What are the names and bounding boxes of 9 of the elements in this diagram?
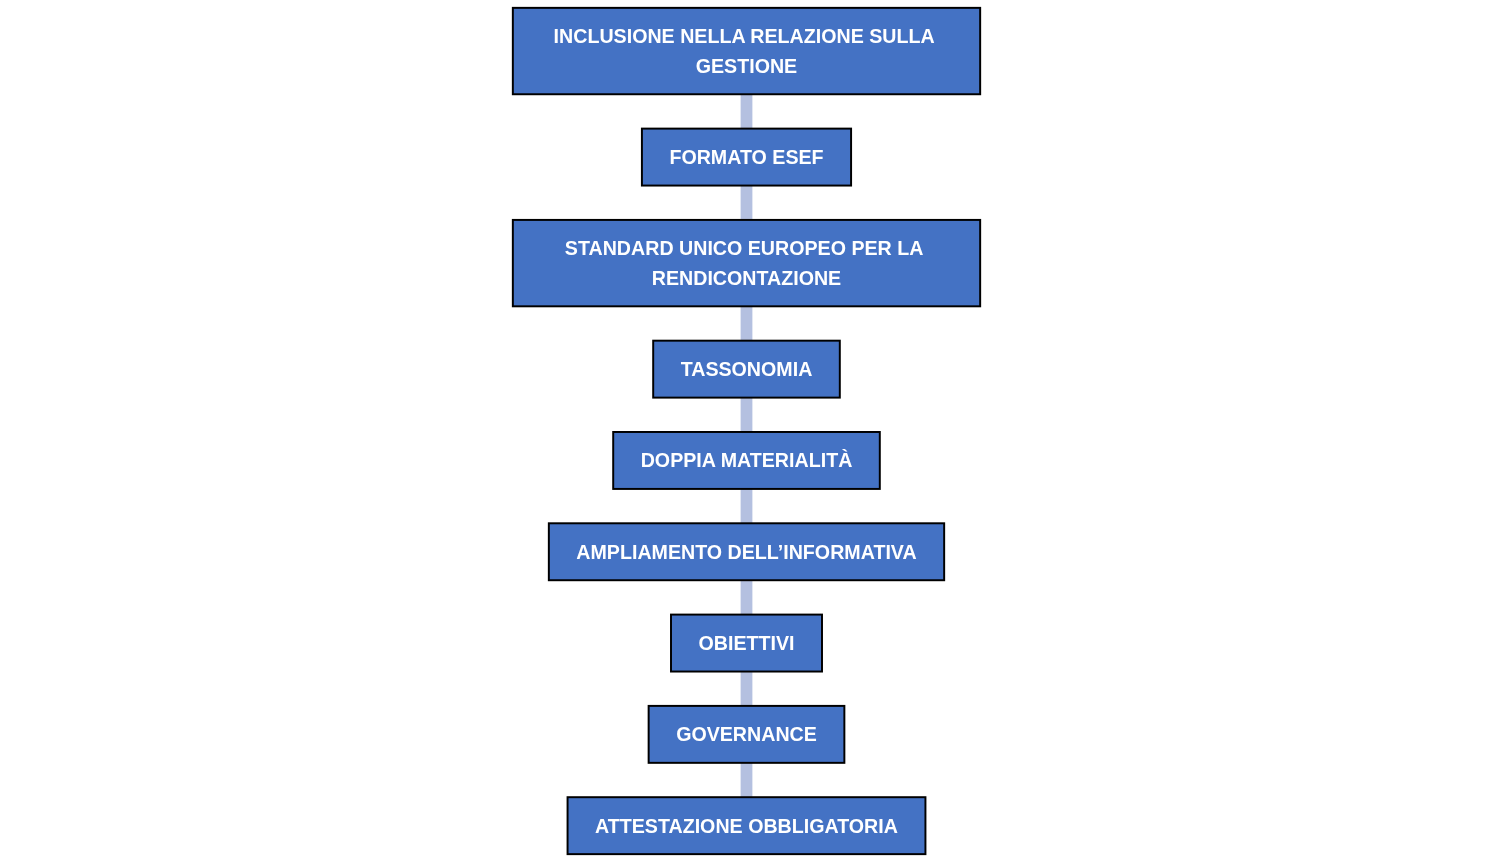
node-box: AMPLIAMENTO DELL’INFORMATIVA xyxy=(547,522,946,582)
node-box: OBIETTIVI xyxy=(670,613,823,673)
node-box: TASSONOMIA xyxy=(652,339,841,399)
node-box: STANDARD UNICO EUROPEO PER LA RENDICONTAZIONE xyxy=(511,218,982,308)
node-box: GOVERNANCE xyxy=(647,704,846,764)
node-box: ATTESTAZIONE OBBLIGATORIA xyxy=(566,796,927,856)
node-box: DOPPIA MATERIALITÀ xyxy=(612,431,881,490)
node-box: INCLUSIONE NELLA RELAZIONE SULLA GESTIONE xyxy=(511,6,982,96)
node-box: FORMATO ESEF xyxy=(640,127,853,187)
